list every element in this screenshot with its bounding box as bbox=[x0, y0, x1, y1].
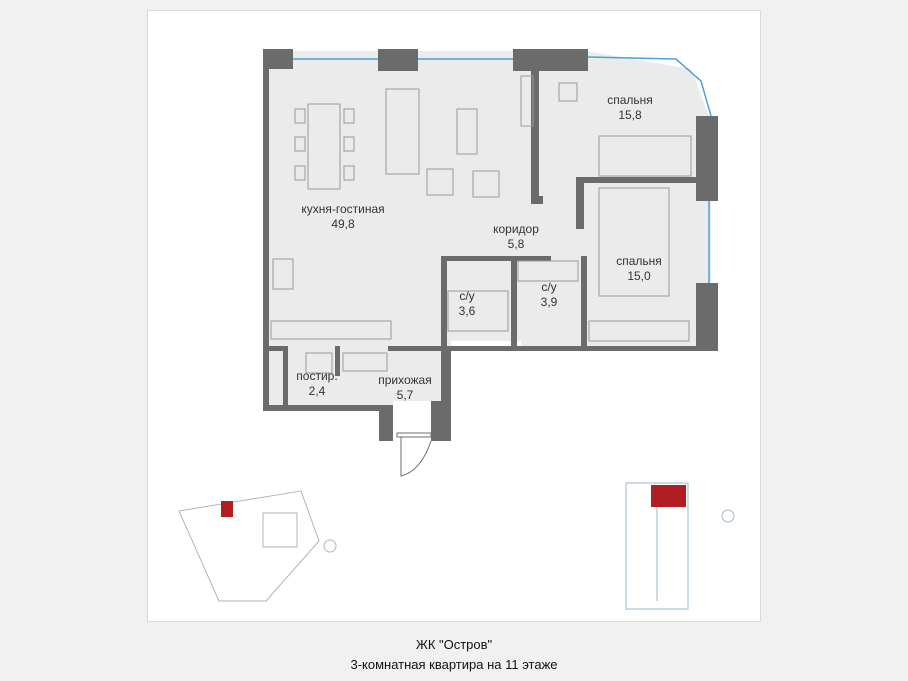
room-name: спальня bbox=[607, 93, 653, 107]
outer-walls bbox=[263, 49, 718, 441]
room-name: с/у bbox=[541, 280, 557, 294]
floor-plan-sheet: кухня-гостиная 49,8 спальня 15,8 спальня… bbox=[147, 10, 761, 622]
room-name: кухня-гостиная bbox=[301, 202, 385, 216]
room-name: спальня bbox=[616, 254, 662, 268]
room-name: постир. bbox=[296, 369, 338, 383]
room-name: коридор bbox=[493, 222, 539, 236]
floor-plan-drawing bbox=[178, 49, 735, 610]
room-label-bath-1: с/у 3,6 bbox=[452, 289, 482, 319]
site-plan-thumbnail bbox=[178, 490, 337, 602]
room-area: 5,8 bbox=[507, 237, 525, 251]
room-area: 49,8 bbox=[331, 217, 355, 231]
room-name: с/у bbox=[459, 289, 475, 303]
room-area: 3,6 bbox=[458, 304, 476, 318]
room-label-bath-2: с/у 3,9 bbox=[534, 280, 564, 310]
furniture bbox=[270, 75, 692, 374]
room-area: 5,7 bbox=[396, 388, 414, 402]
apartment-description: 3-комнатная квартира на 11 этаже bbox=[350, 657, 558, 672]
apartment-floor bbox=[266, 51, 711, 431]
room-label-bedroom-2: спальня 15,0 bbox=[609, 254, 669, 284]
room-area: 3,9 bbox=[540, 295, 558, 309]
room-name: прихожая bbox=[378, 373, 432, 387]
room-area: 15,8 bbox=[618, 108, 642, 122]
complex-name: ЖК "Остров" bbox=[415, 637, 493, 652]
room-label-storage: постир. 2,4 bbox=[287, 369, 347, 399]
room-label-living: кухня-гостиная 49,8 bbox=[296, 202, 390, 232]
room-area: 15,0 bbox=[627, 269, 651, 283]
entrance-door bbox=[396, 432, 432, 477]
building-thumbnail bbox=[625, 482, 735, 610]
room-label-corridor: коридор 5,8 bbox=[484, 222, 548, 252]
windows bbox=[293, 56, 712, 283]
interior-walls bbox=[263, 61, 696, 406]
room-area: 2,4 bbox=[308, 384, 326, 398]
room-label-bedroom-1: спальня 15,8 bbox=[600, 93, 660, 123]
room-label-hall: прихожая 5,7 bbox=[370, 373, 440, 403]
caption-footer: ЖК "Остров" 3-комнатная квартира на 11 э… bbox=[0, 630, 908, 681]
